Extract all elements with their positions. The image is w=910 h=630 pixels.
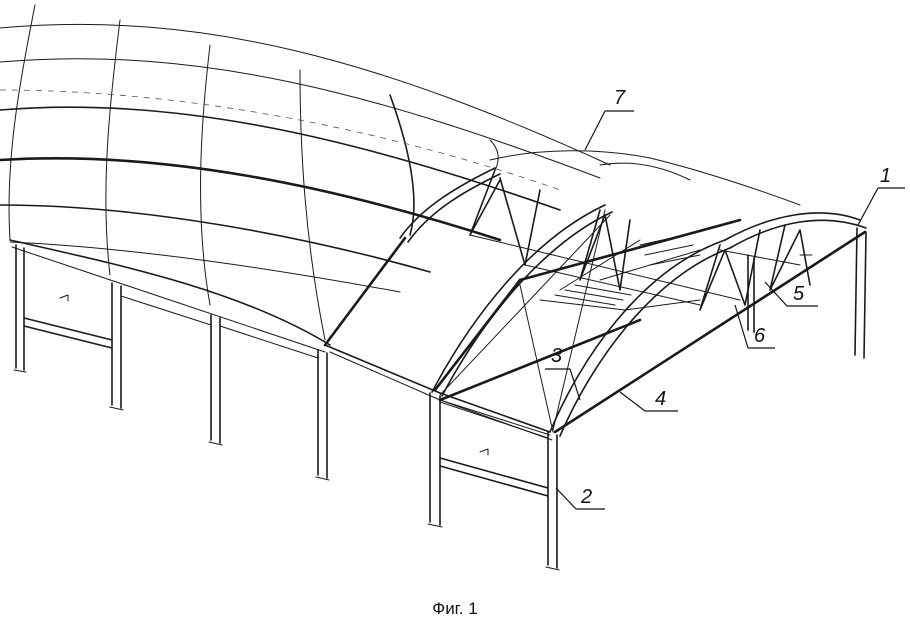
callout-7: 7 (584, 87, 634, 151)
roof-canopy (0, 4, 611, 353)
callouts: 1 2 3 4 5 6 7 (545, 87, 905, 510)
callout-label: 2 (580, 486, 592, 508)
open-frame-section (323, 167, 867, 441)
callout-label: 1 (880, 165, 891, 187)
callout-2: 2 (555, 486, 605, 510)
roof-panel-7 (489, 150, 801, 206)
callout-1: 1 (857, 165, 905, 226)
callout-6: 6 (734, 304, 775, 349)
figure-caption: Фиг. 1 (432, 599, 478, 618)
callout-label: 7 (614, 87, 626, 109)
callout-label: 3 (551, 345, 562, 367)
callout-3: 3 (545, 345, 581, 401)
callout-label: 5 (793, 283, 805, 305)
front-columns (13, 244, 560, 571)
callout-4: 4 (619, 388, 678, 412)
callout-label: 4 (655, 388, 666, 410)
callout-label: 6 (754, 325, 766, 347)
callout-5: 5 (764, 281, 818, 307)
